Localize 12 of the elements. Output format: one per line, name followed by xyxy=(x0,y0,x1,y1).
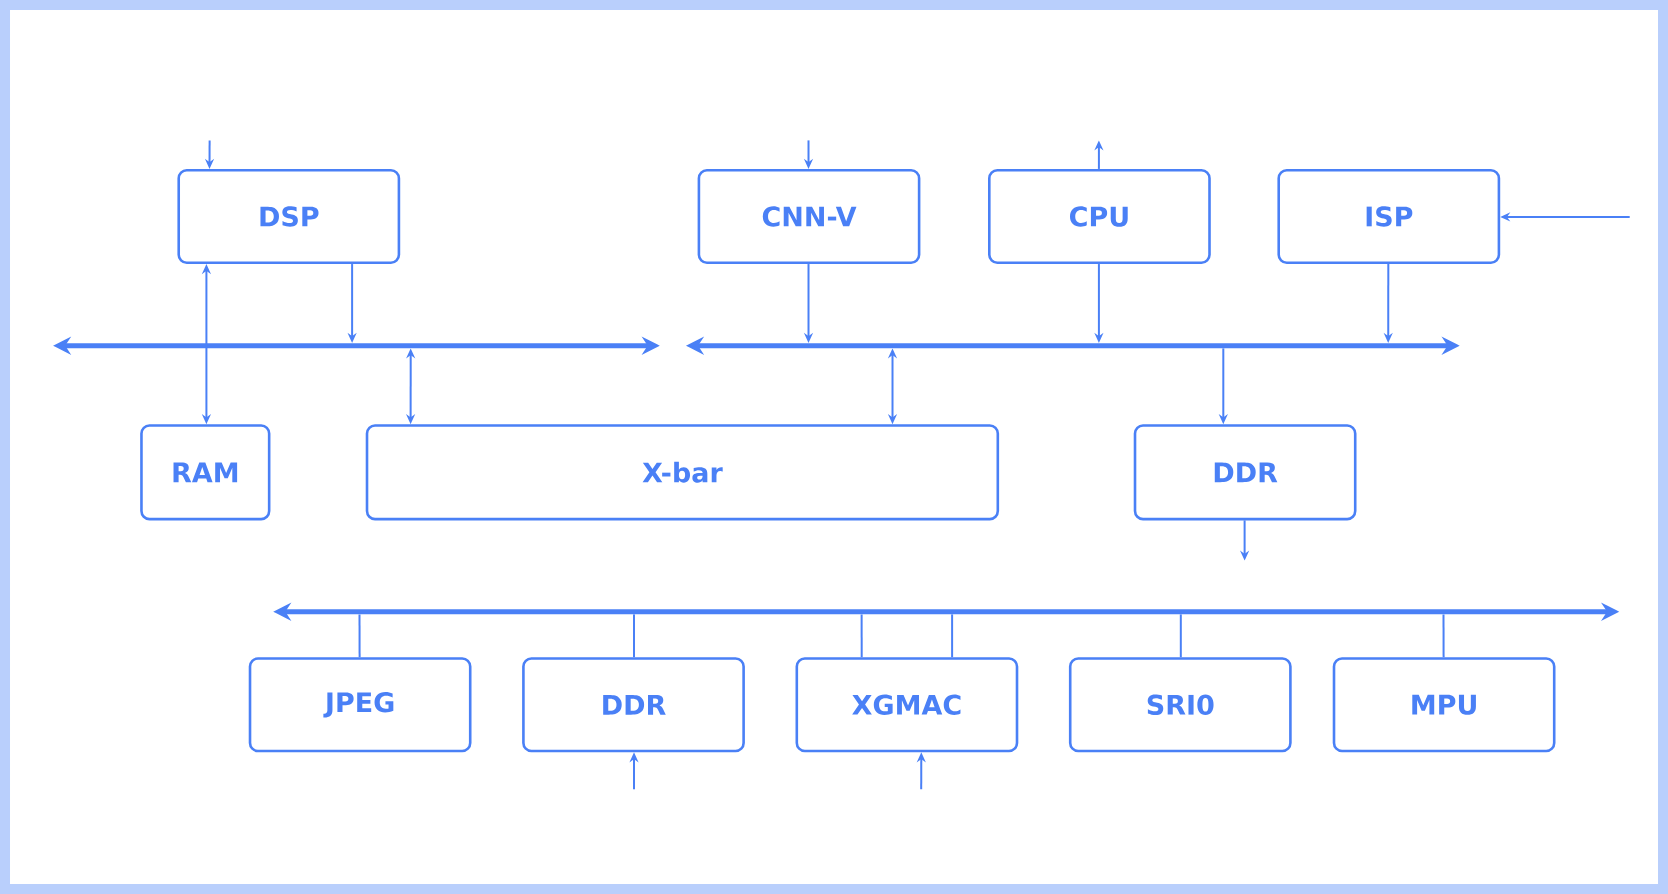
block-box: MPU xyxy=(1332,657,1556,753)
block-box: ISP xyxy=(1277,168,1501,265)
block-box: CPU xyxy=(988,168,1211,265)
block-box: X-bar xyxy=(365,424,1000,521)
block-box: DSP xyxy=(177,168,401,265)
block-box: JPEG xyxy=(248,657,472,753)
block-box: SRI0 xyxy=(1068,657,1292,753)
block-box: XGMAC xyxy=(795,657,1019,753)
block-box: DDR xyxy=(522,657,745,753)
block-box: RAM xyxy=(140,424,271,521)
block-box: DDR xyxy=(1133,424,1357,521)
block-box: CNN-V xyxy=(697,168,921,265)
